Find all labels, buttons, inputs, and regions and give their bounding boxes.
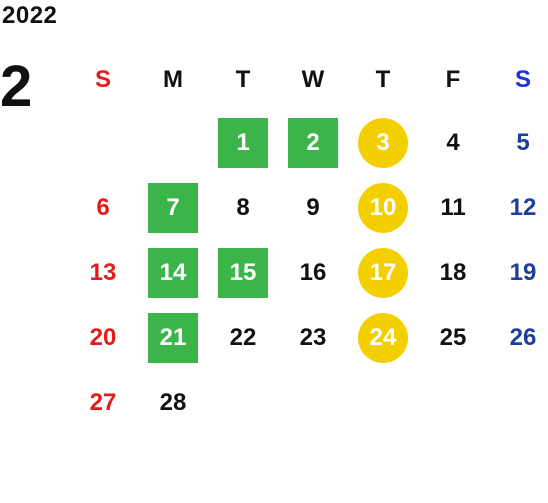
month-number: 2 — [0, 54, 33, 119]
day-number: 11 — [440, 193, 466, 221]
day-number: 20 — [89, 323, 117, 351]
day-cell: 18 — [418, 240, 488, 305]
day-cell: 26 — [488, 305, 548, 370]
day-number: 17 — [358, 247, 408, 298]
day-number — [358, 378, 408, 428]
day-cell: 20 — [68, 305, 138, 370]
day-cell: 7 — [138, 175, 208, 240]
day-cell: 19 — [488, 240, 548, 305]
calendar-grid: S M T W T F S 1 2 3 4 5 6 7 8 9 10 11 12… — [68, 50, 548, 490]
day-number: 12 — [509, 193, 537, 221]
day-cell — [68, 110, 138, 175]
day-number: 4 — [446, 128, 460, 156]
day-number: 10 — [358, 182, 408, 233]
day-cell: 5 — [488, 110, 548, 175]
day-number: 18 — [439, 258, 467, 286]
day-number: 5 — [516, 128, 530, 156]
day-cell: 17 — [348, 240, 418, 305]
day-cell — [348, 370, 418, 435]
year-label: 2022 — [2, 2, 58, 29]
day-cell: 15 — [208, 240, 278, 305]
day-cell — [418, 370, 488, 435]
week-row-3: 13 14 15 16 17 18 19 — [68, 240, 548, 305]
day-number — [288, 378, 338, 428]
day-number — [78, 118, 128, 168]
day-cell: 8 — [208, 175, 278, 240]
weekday-tuesday: T — [235, 66, 251, 93]
day-cell: 3 — [348, 110, 418, 175]
day-cell: 10 — [348, 175, 418, 240]
day-cell — [138, 110, 208, 175]
day-number: 24 — [358, 312, 408, 363]
day-cell: 1 — [208, 110, 278, 175]
day-number — [428, 378, 478, 428]
day-cell: 24 — [348, 305, 418, 370]
day-cell: 12 — [488, 175, 548, 240]
day-number — [218, 378, 268, 428]
week-row-1: 1 2 3 4 5 — [68, 110, 548, 175]
day-number: 8 — [236, 193, 250, 221]
day-cell — [208, 370, 278, 435]
day-number: 19 — [509, 258, 537, 286]
day-cell: 11 — [418, 175, 488, 240]
day-cell: 21 — [138, 305, 208, 370]
day-number: 14 — [148, 247, 198, 298]
day-cell: 28 — [138, 370, 208, 435]
day-number: 21 — [148, 312, 198, 363]
day-number: 3 — [358, 117, 408, 168]
day-number: 26 — [509, 323, 537, 351]
day-number: 22 — [229, 323, 257, 351]
day-cell: 2 — [278, 110, 348, 175]
day-number: 23 — [299, 323, 327, 351]
day-number: 1 — [218, 117, 268, 168]
week-row-4: 20 21 22 23 24 25 26 — [68, 305, 548, 370]
day-number — [498, 378, 548, 428]
weekday-friday: F — [445, 66, 461, 93]
day-number: 15 — [218, 247, 268, 298]
day-number: 6 — [96, 193, 110, 221]
day-number — [148, 118, 198, 168]
day-cell: 22 — [208, 305, 278, 370]
day-number: 27 — [89, 388, 117, 416]
day-cell: 9 — [278, 175, 348, 240]
weekday-thursday: T — [375, 66, 391, 93]
day-cell — [488, 370, 548, 435]
day-cell: 14 — [138, 240, 208, 305]
day-number: 16 — [299, 258, 327, 286]
day-cell — [278, 370, 348, 435]
day-number: 25 — [439, 323, 467, 351]
day-cell: 25 — [418, 305, 488, 370]
day-number: 7 — [148, 182, 198, 233]
day-number: 9 — [306, 193, 320, 221]
day-cell: 13 — [68, 240, 138, 305]
week-row-5: 27 28 — [68, 370, 548, 435]
week-row-2: 6 7 8 9 10 11 12 — [68, 175, 548, 240]
weekday-header-row: S M T W T F S — [68, 50, 548, 110]
weekday-wednesday: W — [301, 66, 325, 93]
day-number: 28 — [159, 388, 187, 416]
day-cell: 23 — [278, 305, 348, 370]
day-cell: 16 — [278, 240, 348, 305]
weekday-sunday: S — [94, 66, 111, 93]
day-number: 13 — [89, 258, 117, 286]
day-number: 2 — [288, 117, 338, 168]
day-cell: 6 — [68, 175, 138, 240]
weekday-saturday: S — [514, 66, 531, 93]
day-cell: 27 — [68, 370, 138, 435]
day-cell: 4 — [418, 110, 488, 175]
weekday-monday: M — [163, 66, 183, 93]
